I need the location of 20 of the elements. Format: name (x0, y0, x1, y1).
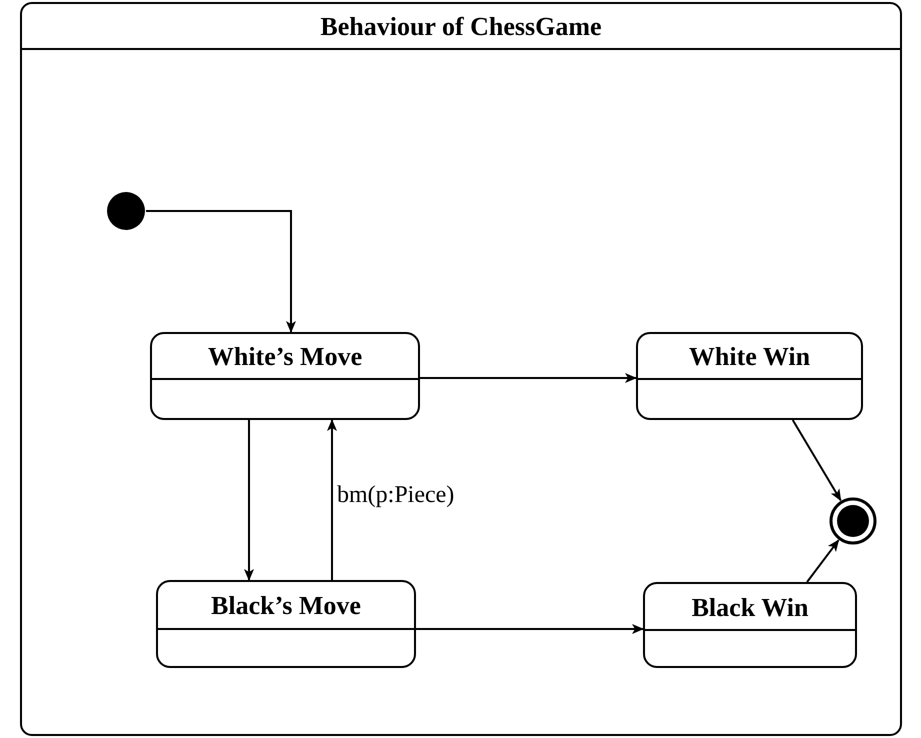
transition-arrow (420, 373, 637, 383)
frame-box (20, 2, 902, 736)
transition-arrow (244, 420, 254, 581)
transition-arrow (416, 624, 644, 634)
frame-title: Behaviour of ChessGame (319, 11, 603, 43)
state-box (636, 332, 863, 420)
transition-arrow (146, 210, 296, 333)
state-box (156, 580, 416, 668)
transition-arrow (806, 539, 840, 583)
state-name: Black Win (690, 592, 810, 624)
transition-arrow (792, 419, 842, 502)
edge-label: bm(p:Piece) (335, 482, 456, 509)
state-name: White’s Move (206, 341, 364, 373)
final-state (829, 497, 877, 545)
state-name: White Win (688, 341, 812, 373)
transition-arrow (327, 419, 337, 580)
state-box (643, 582, 857, 668)
state-name: Black’s Move (210, 590, 362, 622)
initial-state (106, 191, 146, 231)
state-box (150, 332, 420, 420)
